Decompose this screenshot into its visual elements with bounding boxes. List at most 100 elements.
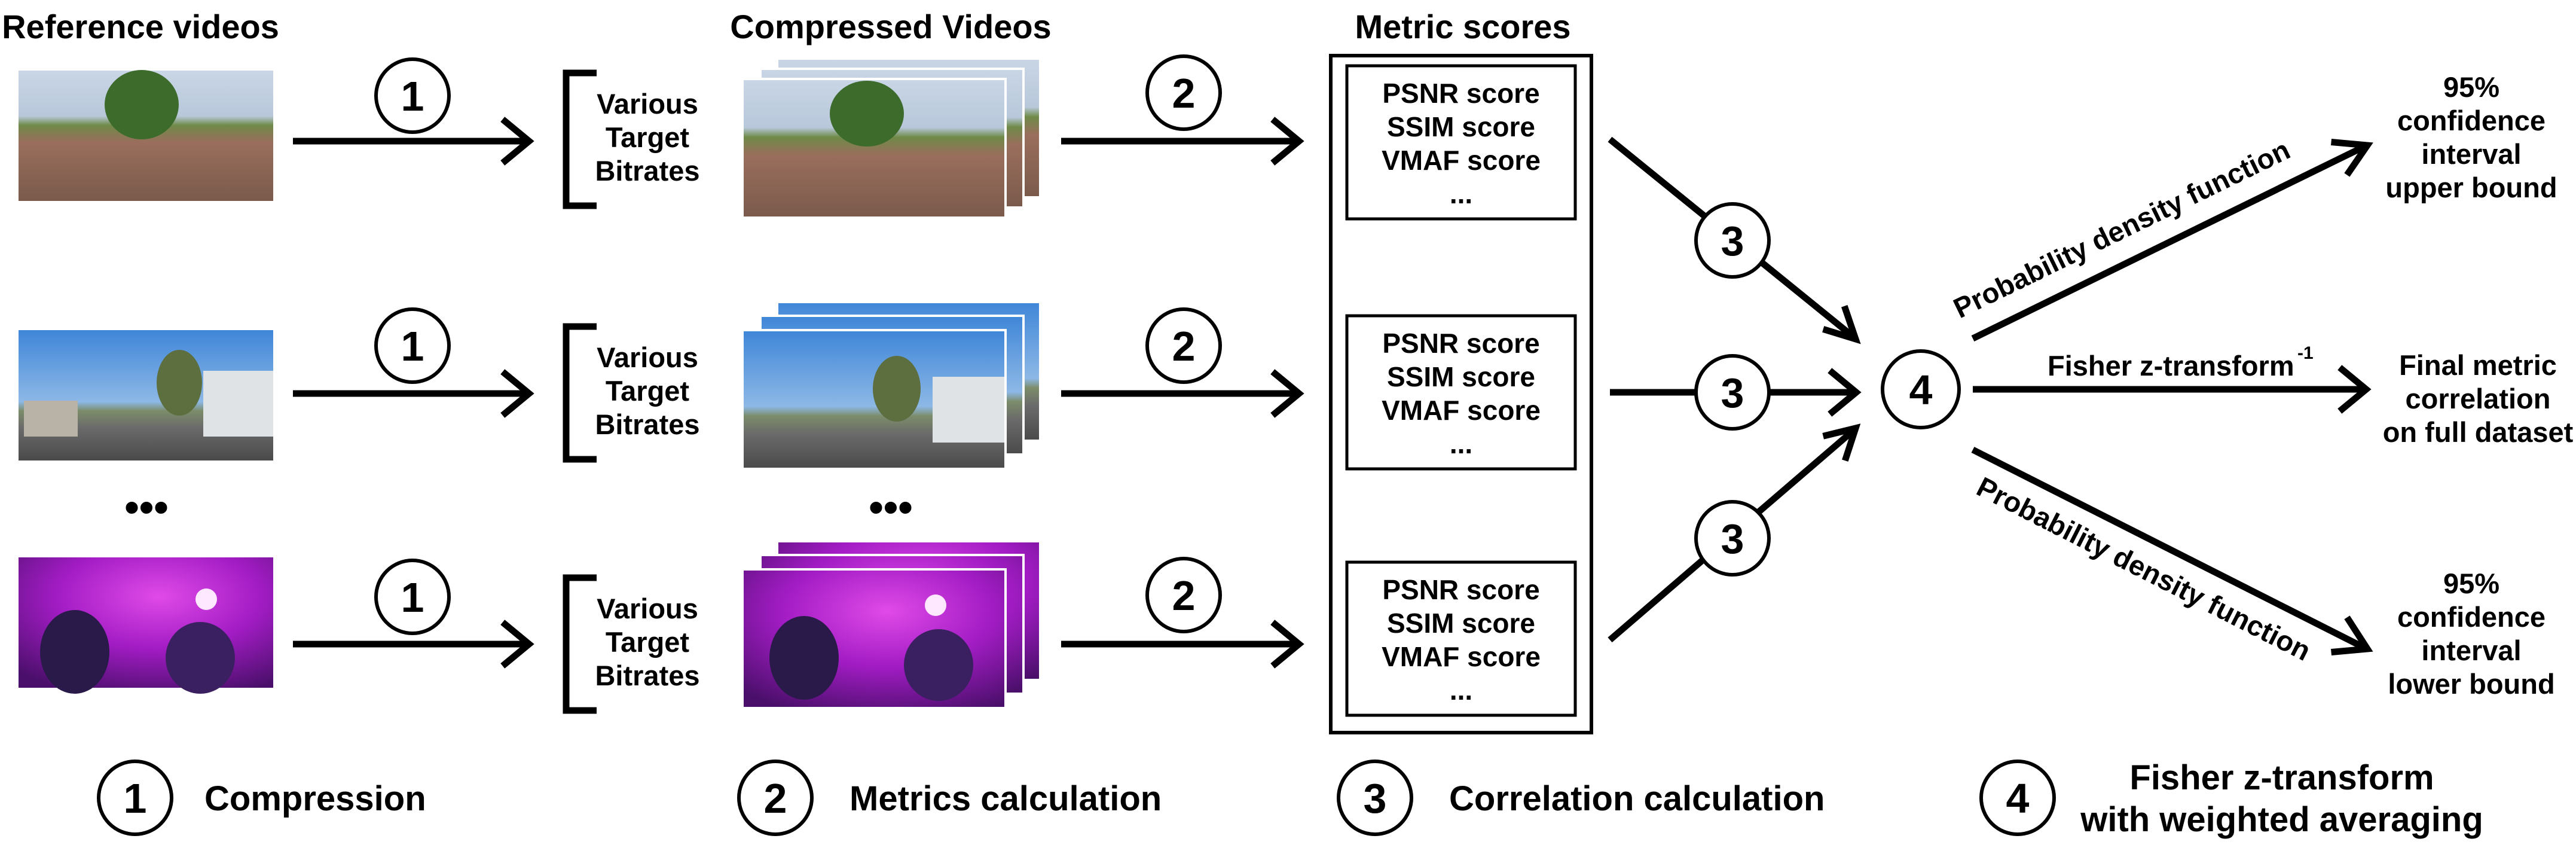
svg-text:VMAF score: VMAF score: [1382, 395, 1541, 426]
ellipsis-compressed: •••: [869, 484, 913, 530]
legend-item-compression: 1 Compression: [97, 760, 426, 836]
svg-text:Various: Various: [597, 88, 698, 120]
svg-text:Compression: Compression: [204, 779, 426, 818]
step1-circle-row2: 1: [374, 307, 451, 384]
output-final-correlation: Final metric correlation on full dataset: [2383, 349, 2574, 448]
svg-text:SSIM score: SSIM score: [1387, 608, 1535, 639]
svg-text:Bitrates: Bitrates: [595, 408, 699, 440]
label-pdf-lower: Probability density function: [1972, 471, 2315, 667]
arrow-step2-row1: [1061, 117, 1304, 166]
svg-text:Metrics calculation: Metrics calculation: [850, 779, 1162, 818]
bitrates-block-row1: Various Target Bitrates: [563, 69, 700, 209]
svg-text:Target: Target: [606, 121, 689, 153]
svg-text:SSIM score: SSIM score: [1387, 111, 1535, 142]
compressed-stack-concert: [741, 540, 1041, 709]
compressed-stack-road: [741, 301, 1041, 470]
output-lower-bound: 95% confidence interval lower bound: [2388, 568, 2554, 700]
arrow-step1-row3: [293, 620, 534, 669]
svg-text:4: 4: [2006, 775, 2030, 822]
svg-text:confidence: confidence: [2397, 601, 2546, 633]
step2-circle-row3: 2: [1145, 557, 1222, 633]
label-pdf-upper: Probability density function: [1948, 133, 2294, 324]
compressed-stack-crowd: [741, 57, 1041, 219]
svg-text:Fisher z-transform: Fisher z-transform: [2129, 758, 2434, 797]
svg-text:3: 3: [1721, 370, 1744, 416]
svg-text:PSNR score: PSNR score: [1382, 78, 1539, 109]
arrow-step2-row3: [1061, 620, 1304, 669]
svg-text:VMAF score: VMAF score: [1382, 641, 1541, 672]
svg-text:Various: Various: [597, 341, 698, 373]
output-upper-bound: 95% confidence interval upper bound: [2385, 71, 2557, 203]
bitrates-block-row3: Various Target Bitrates: [563, 574, 700, 714]
legend-item-fisher: 4 Fisher z-transform with weighted avera…: [1979, 758, 2483, 839]
reference-thumbnail-concert: [19, 557, 273, 694]
step4-node: 4: [1881, 349, 1961, 429]
metric-box-row2: PSNR score SSIM score VMAF score ...: [1345, 314, 1577, 471]
bitrates-block-row2: Various Target Bitrates: [563, 323, 700, 463]
reference-thumbnail-crowd: [19, 70, 273, 201]
reference-thumbnail-road: [19, 330, 273, 460]
svg-text:Target: Target: [606, 626, 689, 658]
svg-text:on full dataset: on full dataset: [2383, 416, 2574, 448]
svg-text:VMAF score: VMAF score: [1382, 145, 1541, 176]
svg-text:1: 1: [124, 775, 147, 822]
svg-text:...: ...: [1450, 178, 1472, 209]
svg-text:2: 2: [1172, 70, 1196, 117]
metric-box-row3: PSNR score SSIM score VMAF score ...: [1345, 560, 1577, 717]
svg-text:interval: interval: [2421, 138, 2521, 170]
step3-circle-bottom: 3: [1694, 500, 1771, 577]
svg-text:1: 1: [401, 574, 424, 621]
svg-text:1: 1: [401, 73, 424, 120]
svg-text:3: 3: [1721, 516, 1744, 562]
step2-circle-row2: 2: [1145, 307, 1222, 384]
metric-box-row1: PSNR score SSIM score VMAF score ...: [1345, 64, 1577, 221]
step3-circle-middle: 3: [1694, 354, 1771, 431]
step2-circle-row1: 2: [1145, 54, 1222, 131]
svg-text:correlation: correlation: [2406, 383, 2551, 414]
svg-text:95%: 95%: [2443, 71, 2499, 103]
svg-text:3: 3: [1721, 218, 1744, 264]
ellipsis-reference: •••: [124, 484, 169, 530]
svg-text:Correlation calculation: Correlation calculation: [1449, 779, 1825, 818]
svg-text:2: 2: [1172, 323, 1196, 370]
svg-text:Bitrates: Bitrates: [595, 660, 699, 691]
svg-text:-1: -1: [2297, 343, 2314, 363]
arrow-step1-row2: [293, 369, 534, 418]
legend-item-correlation: 3 Correlation calculation: [1337, 760, 1825, 836]
svg-text:Final metric: Final metric: [2399, 349, 2557, 381]
legend-item-metrics: 2 Metrics calculation: [737, 760, 1162, 836]
svg-text:2: 2: [1172, 572, 1196, 619]
arrow-to-upper-bound: [1971, 139, 2373, 341]
svg-text:PSNR score: PSNR score: [1382, 328, 1539, 359]
svg-text:4: 4: [1909, 367, 1933, 413]
arrow-to-final: [1973, 365, 2372, 414]
step1-circle-row3: 1: [374, 559, 451, 635]
svg-text:upper bound: upper bound: [2385, 172, 2557, 203]
label-fisher-inverse: Fisher z-transform -1: [2048, 343, 2314, 382]
svg-text:...: ...: [1450, 428, 1472, 459]
svg-text:Bitrates: Bitrates: [595, 155, 699, 187]
svg-text:SSIM score: SSIM score: [1387, 361, 1535, 392]
arrow-step1-row1: [293, 117, 534, 166]
svg-text:95%: 95%: [2443, 568, 2499, 599]
header-compressed-videos: Compressed Videos: [730, 8, 1051, 45]
arrow-step2-row2: [1061, 369, 1304, 418]
svg-text:PSNR score: PSNR score: [1382, 574, 1539, 605]
svg-text:interval: interval: [2421, 635, 2521, 666]
svg-text:...: ...: [1450, 675, 1472, 706]
header-reference-videos: Reference videos: [2, 8, 279, 45]
step3-circle-top: 3: [1694, 202, 1771, 279]
svg-text:3: 3: [1364, 775, 1387, 822]
header-metric-scores: Metric scores: [1355, 8, 1570, 45]
step1-circle-row1: 1: [374, 57, 451, 134]
svg-text:1: 1: [401, 323, 424, 370]
svg-text:Various: Various: [597, 593, 698, 624]
svg-text:2: 2: [764, 775, 787, 822]
arrow-to-lower-bound: [1971, 447, 2373, 655]
svg-text:Target: Target: [606, 375, 689, 407]
svg-text:confidence: confidence: [2397, 105, 2546, 136]
svg-text:lower bound: lower bound: [2388, 668, 2554, 700]
svg-text:with weighted averaging: with weighted averaging: [2080, 800, 2483, 839]
svg-text:Fisher z-transform: Fisher z-transform: [2048, 350, 2294, 382]
